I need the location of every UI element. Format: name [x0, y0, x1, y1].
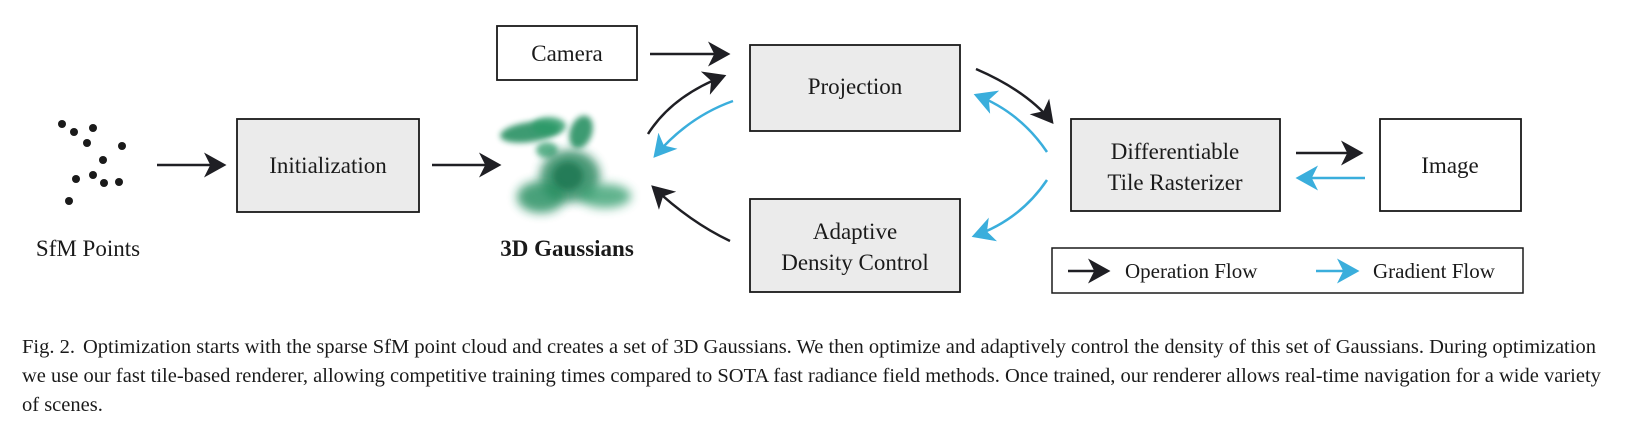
- arrow-adaptive-to-gaussians: [651, 185, 731, 243]
- figure-number: Fig. 2.: [22, 336, 75, 358]
- legend-gradient-label: Gradient Flow: [1373, 259, 1496, 283]
- adaptive-density-node: Adaptive Density Control: [749, 198, 961, 293]
- arrow-gaussians-to-projection: [646, 71, 727, 135]
- gaussians-label: 3D Gaussians: [500, 236, 634, 261]
- rasterizer-label-line2: Tile Rasterizer: [1107, 170, 1243, 195]
- gradient-rasterizer-to-projection: [973, 90, 1049, 153]
- rasterizer-node: Differentiable Tile Rasterizer: [1070, 118, 1281, 212]
- projection-label: Projection: [808, 74, 903, 99]
- gradient-rasterizer-to-adaptive: [971, 179, 1049, 242]
- image-node: Image: [1379, 118, 1522, 212]
- initialization-label: Initialization: [269, 153, 387, 178]
- sfm-points-label: SfM Points: [36, 236, 140, 261]
- rasterizer-label-line1: Differentiable: [1111, 139, 1240, 164]
- arrow-projection-to-rasterizer: [975, 67, 1054, 124]
- image-label: Image: [1421, 153, 1478, 178]
- legend: Operation Flow Gradient Flow: [1051, 247, 1524, 294]
- caption-text: Optimization starts with the sparse SfM …: [22, 336, 1601, 416]
- pipeline-diagram: SfM Points Initialization 3D Gaussians C…: [36, 25, 1524, 294]
- projection-node: Projection: [749, 44, 961, 132]
- adaptive-label-line2: Density Control: [781, 250, 929, 275]
- initialization-node: Initialization: [236, 118, 420, 213]
- adaptive-label-line1: Adaptive: [813, 219, 897, 244]
- figure-caption: Fig. 2.Optimization starts with the spar…: [22, 333, 1612, 420]
- gradient-projection-to-gaussians: [653, 99, 734, 158]
- camera-label: Camera: [531, 41, 603, 66]
- legend-operation-label: Operation Flow: [1125, 259, 1258, 283]
- sfm-point-cloud: [58, 120, 126, 205]
- camera-node: Camera: [496, 25, 638, 81]
- gaussians-blobs: [500, 115, 631, 213]
